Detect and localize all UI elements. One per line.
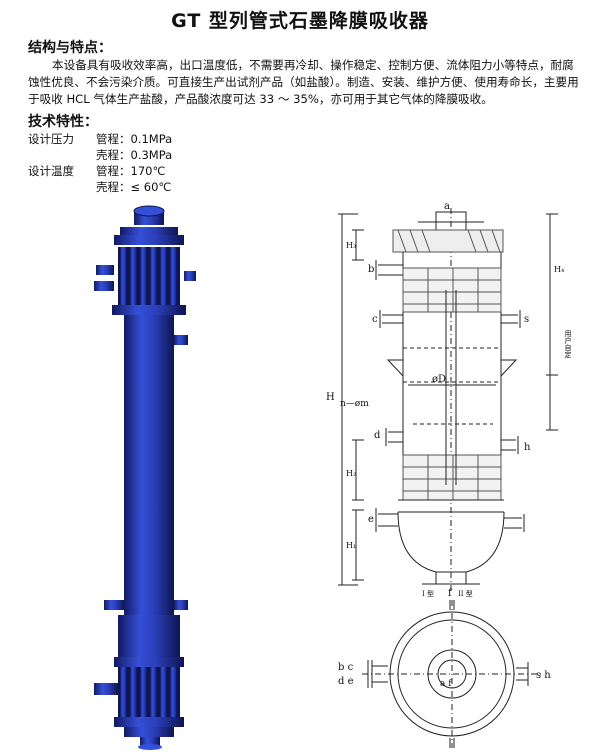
dim-label-H3: H₃ (346, 241, 356, 250)
spec-row: 壳程：0.3MPa (28, 147, 172, 163)
plan-center-labels: a f (440, 679, 452, 689)
nozzle-label-e: e (368, 514, 374, 525)
nozzle-label-a: a (444, 201, 450, 212)
spec-row: 设计压力 管程：0.1MPa (28, 131, 172, 147)
nozzle-label-s: s (524, 314, 529, 325)
dim-label-H4: H₄ (554, 265, 564, 274)
spec-value: 壳程：0.3MPa (96, 148, 173, 162)
dim-label-D: øD (432, 374, 446, 385)
plan-left-bottom-labels: d e (338, 676, 354, 687)
spec-row: 设计温度 管程：170℃ (28, 163, 165, 179)
spec-label: 设计压力 (28, 132, 74, 146)
dim-label-H2: H₂ (346, 469, 356, 478)
type-label-II: II 型 (458, 589, 473, 598)
spec-value: 管程：0.1MPa (96, 132, 173, 146)
spec-row: 壳程：≤ 60℃ (28, 179, 171, 195)
spec-label: 设计温度 (28, 164, 74, 178)
dim-label-nm: n—øm (340, 399, 369, 409)
nozzle-label-d: d (374, 430, 381, 441)
spec-value: 管程：170℃ (96, 164, 166, 178)
spec-value: 壳程：≤ 60℃ (96, 180, 172, 194)
nozzle-label-c: c (372, 314, 378, 325)
side-note: 用户自定 (564, 330, 572, 359)
dim-label-H1: H₁ (346, 541, 356, 550)
plan-right-labels: s h (536, 670, 551, 681)
section-heading-specs: 技术特性： (28, 114, 98, 130)
type-label-I: I 型 (422, 589, 434, 598)
plan-view-drawing: b c d e s h a f (338, 600, 551, 748)
dim-label-H: H (326, 392, 335, 403)
page-title: GT 型列管式石墨降膜吸收器 (171, 10, 429, 32)
nozzle-label-b: b (368, 264, 374, 275)
absorber-illustration (94, 205, 196, 750)
structure-paragraph: 本设备具有吸收效率高，出口温度低，不需要再冷却、操作稳定、控制方便、流体阻力小等… (28, 58, 579, 106)
nozzle-label-f: f (448, 588, 453, 599)
elevation-drawing: a b c s d h e f H H₃ H₂ H₁ H₄ øD n—øm 用户… (326, 201, 572, 599)
nozzle-label-h: h (524, 442, 531, 453)
plan-left-top-labels: b c (338, 662, 354, 673)
section-heading-structure: 结构与特点： (28, 40, 112, 56)
